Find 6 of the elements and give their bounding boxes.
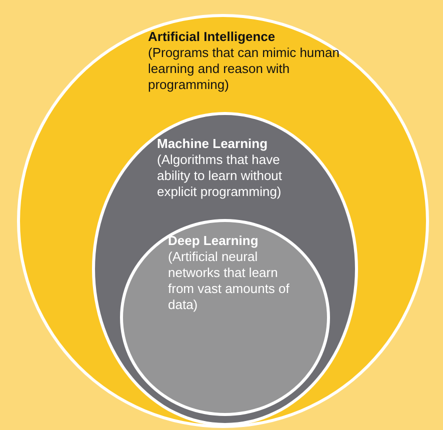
set-title: Machine Learning — [157, 136, 269, 152]
set-description: (Algorithms that have ability to learn without explicit programming) — [157, 152, 284, 200]
set-title: Artificial Intelligence — [148, 29, 276, 45]
set-description: (Programs that can mimic human learning and reason with programming) — [148, 45, 340, 93]
set-title: Deep Learning — [168, 233, 260, 249]
set-description: (Artificial neural networks that learn from vast amounts of data) — [168, 249, 290, 313]
